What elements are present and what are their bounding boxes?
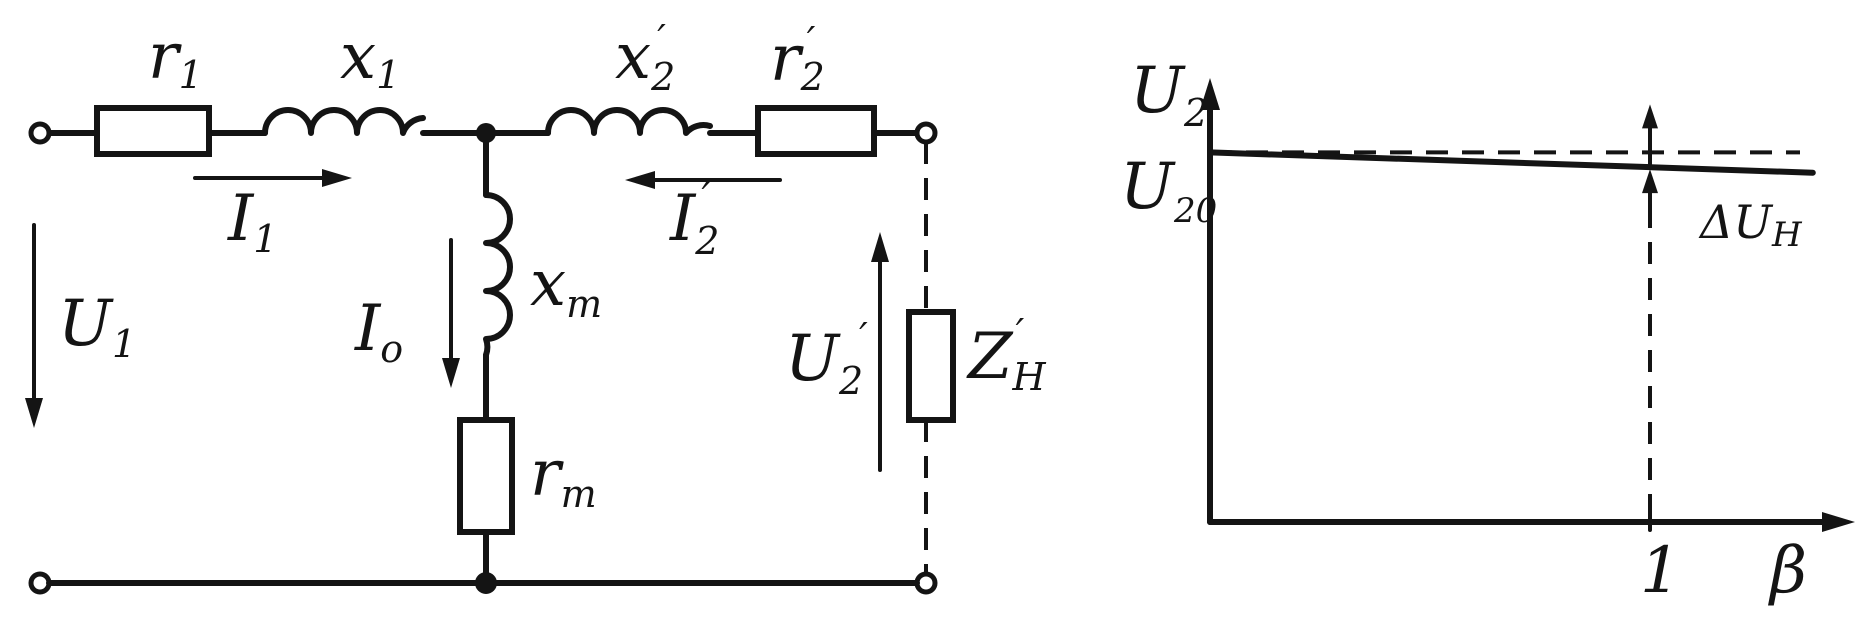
resistor-r1 [94, 105, 212, 157]
current-arrow-i1 [193, 169, 352, 187]
label-r2: r2′ [770, 19, 825, 99]
label-x1: x1 [340, 20, 400, 97]
equivalent-circuit: r1 x1 x2′ r2′ I1 I2′ U1 Io xm rm U2′ ZH′ [25, 17, 1046, 595]
label-rm: rm [530, 437, 597, 516]
terminal-output-top [914, 121, 938, 145]
load-characteristic-chart: U2 U20 ΔUH 1 β [1120, 54, 1855, 608]
y-axis-label: U2 [1130, 54, 1208, 135]
resistor-r2 [755, 105, 877, 157]
x-axis-label: β [1768, 534, 1807, 608]
label-xm: xm [530, 247, 602, 326]
voltage-arrow-u2 [871, 232, 889, 472]
u20-label: U20 [1120, 150, 1217, 231]
current-arrow-i2 [625, 171, 782, 189]
voltage-arrow-u1 [25, 223, 43, 428]
series-line-u2 [1207, 149, 1816, 176]
label-i1: I1 [227, 182, 277, 261]
delta-arrow-lower-head [1642, 169, 1658, 194]
resistor-rm [457, 417, 515, 535]
label-u2: U2′ [785, 315, 868, 403]
label-x2: x2′ [615, 17, 675, 99]
label-zh: ZH′ [966, 311, 1046, 399]
load-impedance-zh [906, 309, 956, 423]
x-axis-arrowhead [1822, 512, 1855, 532]
delta-u-label: ΔUH [1698, 195, 1803, 255]
y-axis-arrowhead [1200, 78, 1220, 110]
inductor-x1 [262, 107, 426, 136]
current-arrow-i0 [442, 238, 460, 388]
inductor-x2 [545, 107, 713, 136]
label-u1: U1 [58, 287, 136, 366]
label-i2: I2′ [669, 175, 719, 263]
delta-arrow-upper-head [1642, 104, 1658, 129]
inductor-xm [483, 192, 513, 358]
label-i0: Io [354, 292, 403, 371]
terminal-input-top [28, 121, 52, 145]
label-r1: r1 [148, 20, 203, 97]
x-tick-label-1: 1 [1640, 534, 1681, 608]
